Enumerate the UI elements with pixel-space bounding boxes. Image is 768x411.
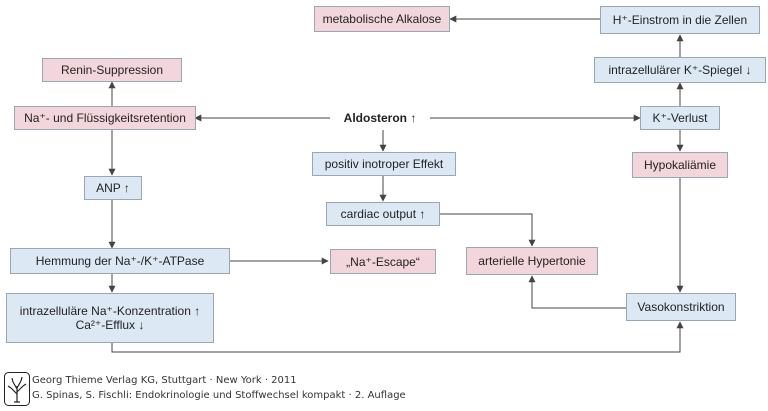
node-k-verlust: K⁺-Verlust <box>640 106 720 130</box>
edge-cardiac-to-hypertonie <box>440 213 536 247</box>
node-vasokonstriktion-label: Vasokonstriktion <box>637 300 725 314</box>
node-arterielle-hypertonie: arterielle Hypertonie <box>466 247 598 275</box>
node-positiv-inotroper-effekt-label: positiv inotroper Effekt <box>324 157 444 171</box>
node-na-escape: „Na⁺-Escape“ <box>330 249 436 274</box>
node-renin-suppression-label: Renin-Suppression <box>60 63 164 77</box>
footer-citation-line: G. Spinas, S. Fischli: Endokrinologie un… <box>32 390 406 401</box>
edge-vasokonstriktion-to-hypertonie <box>528 275 626 309</box>
node-cardiac-output: cardiac output ↑ <box>326 202 440 226</box>
node-metabolische-alkalose: metabolische Alkalose <box>314 6 450 32</box>
node-cardiac-output-label: cardiac output ↑ <box>340 207 426 221</box>
node-anp-label: ANP ↑ <box>96 181 130 195</box>
node-intrazellulaere-na-line2: Ca²⁺-Efflux ↓ <box>75 318 145 332</box>
node-arterielle-hypertonie-label: arterielle Hypertonie <box>478 254 586 268</box>
node-hemmung-atpase: Hemmung der Na⁺-/K⁺-ATPase <box>10 248 230 274</box>
node-aldosteron-label: Aldosteron ↑ <box>343 111 417 125</box>
footer-publisher-line: Georg Thieme Verlag KG, Stuttgart · New … <box>32 375 297 386</box>
publisher-tree-logo <box>4 372 30 406</box>
node-positiv-inotroper-effekt: positiv inotroper Effekt <box>312 152 456 176</box>
node-h-einstrom-label: H⁺-Einstrom in die Zellen <box>612 13 748 27</box>
node-intrazellulaerer-k-spiegel-label: intrazellulärer K⁺-Spiegel ↓ <box>608 63 752 77</box>
node-h-einstrom: H⁺-Einstrom in die Zellen <box>600 6 760 34</box>
node-hypokaliaemie: Hypokaliämie <box>632 152 728 178</box>
node-anp: ANP ↑ <box>84 176 142 200</box>
node-renin-suppression: Renin-Suppression <box>42 58 182 82</box>
node-hemmung-atpase-label: Hemmung der Na⁺-/K⁺-ATPase <box>35 254 205 268</box>
node-k-verlust-label: K⁺-Verlust <box>652 111 708 125</box>
node-na-fluessigkeitsretention: Na⁺- und Flüssigkeitsretention <box>14 106 196 130</box>
node-metabolische-alkalose-label: metabolische Alkalose <box>322 12 442 26</box>
node-vasokonstriktion: Vasokonstriktion <box>626 293 736 321</box>
node-na-escape-label: „Na⁺-Escape“ <box>346 254 420 269</box>
node-intrazellulaere-na-konzentration: intrazelluläre Na⁺-Konzentration ↑ Ca²⁺-… <box>6 293 214 343</box>
edge-intrazellulaer-to-vasokonstriktion <box>111 321 684 353</box>
node-aldosteron: Aldosteron ↑ <box>330 106 430 130</box>
node-na-fluessigkeitsretention-label: Na⁺- und Flüssigkeitsretention <box>24 111 186 125</box>
node-hypokaliaemie-label: Hypokaliämie <box>643 158 717 172</box>
node-intrazellulaere-na-line1: intrazelluläre Na⁺-Konzentration ↑ <box>19 304 201 318</box>
node-intrazellulaerer-k-spiegel: intrazellulärer K⁺-Spiegel ↓ <box>594 57 766 83</box>
